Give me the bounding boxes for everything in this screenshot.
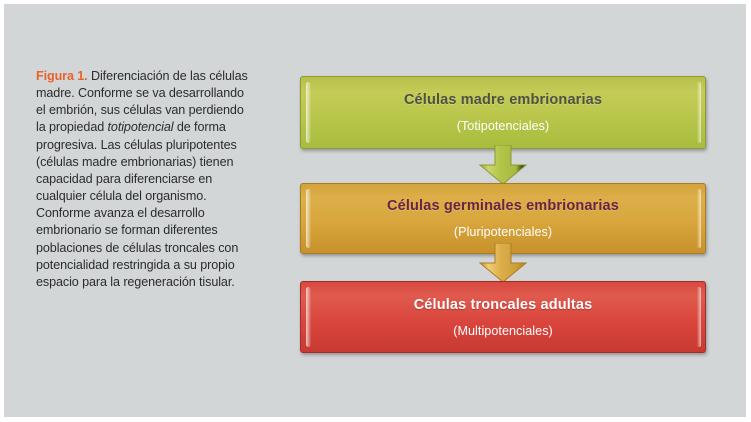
flow-node-title: Células germinales embrionarias — [387, 198, 619, 214]
arrow-down-icon — [476, 243, 530, 283]
stem-cell-flow-diagram: Células madre embrionarias (Totipotencia… — [300, 76, 706, 356]
flow-node-embryonic-stem-cells: Células madre embrionarias (Totipotencia… — [300, 76, 706, 149]
flow-node-subtitle: (Multipotenciales) — [453, 323, 553, 338]
figure-canvas: Figura 1. Diferenciación de las células … — [4, 4, 746, 417]
flow-node-subtitle: (Totipotenciales) — [456, 119, 550, 133]
figure-caption-italic-term: totipotencial — [107, 120, 174, 135]
figure-caption: Figura 1. Diferenciación de las células … — [36, 68, 251, 291]
arrow-down-icon — [476, 145, 530, 185]
flow-node-title: Células madre embrionarias — [403, 92, 603, 108]
flow-node-title: Células troncales adultas — [413, 296, 593, 313]
flow-node-embryonic-germ-cells: Células germinales embrionarias (Pluripo… — [300, 183, 706, 254]
figure-caption-text-part2: de forma progresiva. Las células pluripo… — [36, 120, 239, 289]
flow-node-subtitle: (Pluripotenciales) — [453, 225, 553, 239]
figure-caption-label: Figura 1. — [36, 69, 88, 83]
flow-node-adult-stem-cells: Células troncales adultas (Multipotencia… — [300, 281, 706, 353]
figure-caption-text-part1: Diferenciación de las células madre. Con… — [36, 69, 248, 135]
